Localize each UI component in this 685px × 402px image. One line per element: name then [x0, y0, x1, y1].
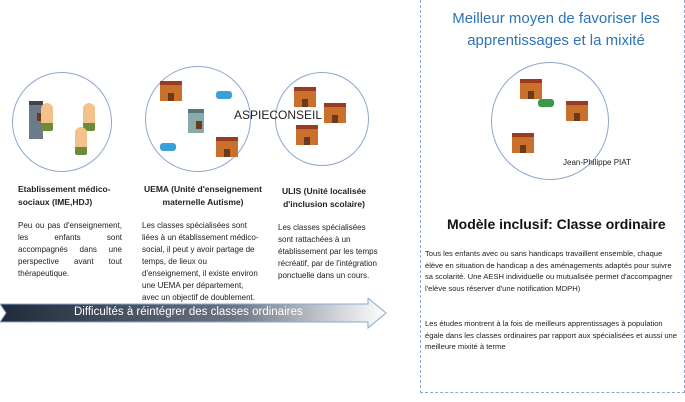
author-credit: Jean-Philippe PIAT [563, 158, 631, 167]
ulis-illustration [275, 72, 369, 166]
column-title-medico: Etablissement médico-sociaux (IME,HDJ) [18, 184, 111, 207]
panel-title: Modèle inclusif: Classe ordinaire [447, 216, 666, 232]
children-group-icon [538, 99, 554, 107]
school-icon [216, 137, 238, 157]
child-icon [83, 103, 95, 131]
panel-paragraph-1: Tous les enfants avec ou sans handicaps … [425, 249, 673, 293]
column-text-medico: Peu ou pas d'enseignement, les enfants s… [18, 221, 122, 278]
school-icon [324, 103, 346, 123]
uema-illustration [145, 66, 251, 172]
school-icon [520, 79, 542, 99]
children-group-icon [160, 143, 176, 151]
children-group-icon [216, 91, 232, 99]
building-icon [29, 101, 43, 139]
column-title-uema: UEMA (Unité d'enseignement maternelle Au… [144, 184, 262, 207]
arrow-label: Difficultés à réintégrer des classes ord… [74, 306, 303, 318]
inclusive-model-panel: Meilleur moyen de favoriser les apprenti… [420, 0, 685, 393]
medico-social-illustration [12, 72, 112, 172]
school-icon [512, 133, 534, 153]
panel-heading: Meilleur moyen de favoriser les apprenti… [452, 10, 660, 49]
panel-paragraph-2: Les études montrent à la fois de meilleu… [425, 319, 678, 351]
child-icon [75, 127, 87, 155]
school-icon [296, 125, 318, 145]
column-title-ulis: ULIS (Unité localisée d'inclusion scolai… [281, 186, 367, 209]
school-icon [160, 81, 182, 101]
school-icon [294, 87, 316, 107]
watermark: ASPIECONSEIL [234, 108, 323, 122]
column-text-uema: Les classes spécialisées sont liées à un… [142, 221, 259, 302]
building-icon [188, 109, 204, 133]
column-text-ulis: Les classes spécialisées sont rattachées… [278, 223, 378, 280]
child-icon [41, 103, 53, 131]
ordinary-class-illustration [491, 62, 609, 180]
difficulty-arrow [0, 298, 387, 330]
school-icon [566, 101, 588, 121]
